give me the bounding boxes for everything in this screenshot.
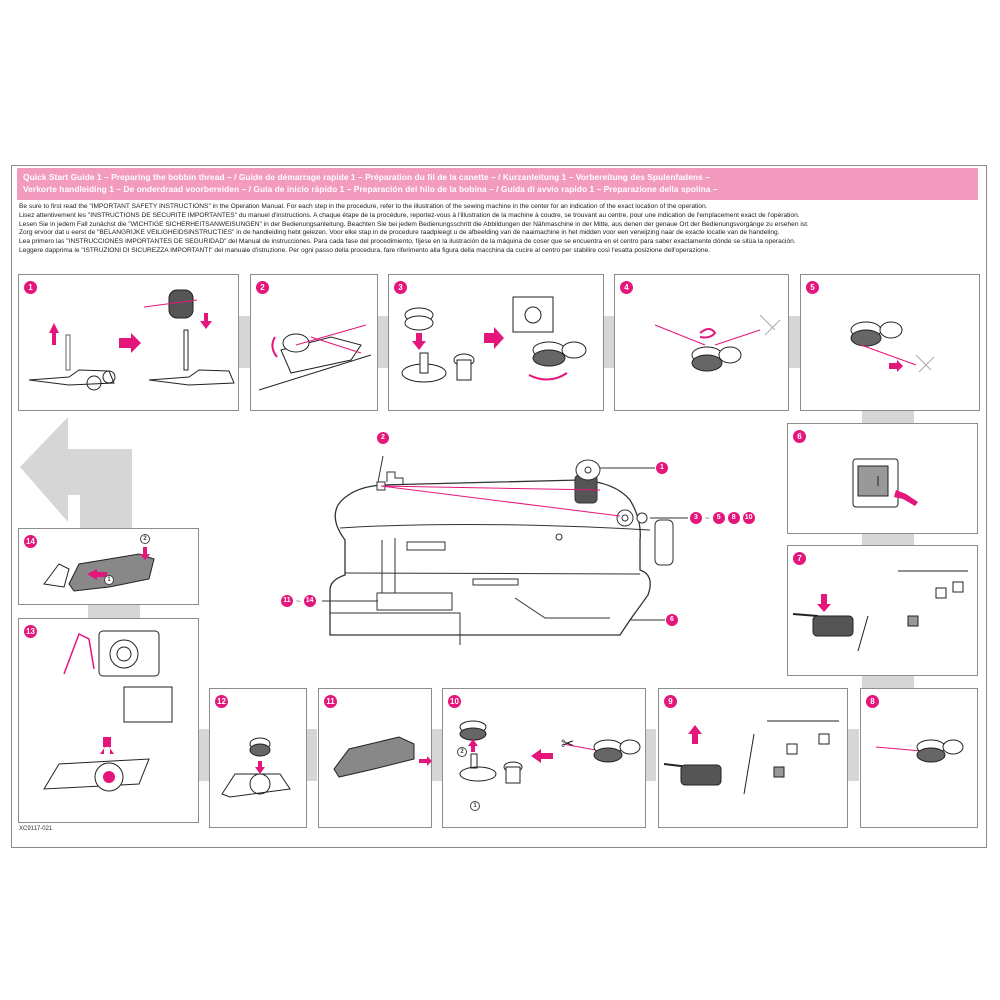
- step-number-badge: 11: [324, 695, 337, 708]
- step-4-panel: 4: [614, 274, 789, 411]
- document-id: XC9117-021: [19, 826, 53, 832]
- bobbin-start-illustration: [850, 321, 935, 373]
- step-8-panel: 8: [860, 688, 978, 828]
- step-number-badge: 1: [24, 281, 37, 294]
- step-number-badge: 14: [24, 535, 37, 548]
- bobbin-on-shaft-illustration: [401, 296, 587, 383]
- intro-en: Be sure to first read the "IMPORTANT SAF…: [19, 203, 708, 210]
- callout-badge: 6: [666, 614, 678, 626]
- sewing-machine-diagram: 1 2 3 ~ 5 8 10 6 11 ~ 14: [270, 420, 780, 660]
- connector: [199, 729, 211, 781]
- connector: [305, 729, 317, 781]
- step-number-badge: 5: [806, 281, 819, 294]
- connector: [430, 729, 442, 781]
- title-band: Quick Start Guide 1 – Preparing the bobb…: [17, 168, 978, 200]
- step-7-panel: 7: [787, 545, 978, 676]
- connector: [644, 729, 656, 781]
- sewing-machine-illustration: [322, 455, 688, 645]
- callout-badge: 14: [303, 595, 316, 607]
- step-11-panel: 11: [318, 688, 432, 828]
- step-12-panel: 12: [209, 688, 307, 828]
- step-14-panel: 14 2 1: [18, 528, 199, 605]
- bobbin-winding-illustration: [875, 739, 964, 763]
- insert-bobbin-illustration: [221, 737, 291, 798]
- callout-6: 6: [666, 614, 678, 626]
- connector: [377, 316, 389, 368]
- callout-badge: 1: [656, 462, 668, 474]
- thread-bobbin-case-illustration: [43, 630, 173, 792]
- connector: [862, 533, 914, 545]
- substep-2-marker: 2: [140, 534, 150, 544]
- intro-text: Be sure to first read the "IMPORTANT SAF…: [19, 203, 979, 256]
- step-number-badge: 12: [215, 695, 228, 708]
- step-1-panel: 1: [18, 274, 239, 411]
- step-number-badge: 4: [620, 281, 633, 294]
- substep-1-marker: 1: [104, 575, 114, 585]
- callout-badge: 11: [281, 595, 293, 607]
- step-5-panel: 5: [800, 274, 980, 411]
- callout-2: 2: [377, 432, 389, 444]
- connector: [847, 729, 859, 781]
- step-3-panel: 3: [388, 274, 604, 411]
- substep-2-marker: 2: [457, 747, 467, 757]
- substep-1-marker: 1: [470, 801, 480, 811]
- attach-presser-foot-illustration: [43, 547, 155, 592]
- callout-badge: 2: [377, 432, 389, 444]
- title-line-1: Quick Start Guide 1 – Preparing the bobb…: [23, 172, 710, 182]
- callout-1: 1: [656, 462, 668, 474]
- intro-nl: Zorg ervoor dat u eerst de "BELANGRIJKE …: [19, 229, 780, 237]
- step-number-badge: 3: [394, 281, 407, 294]
- power-switch-illustration: [852, 458, 918, 508]
- callout-badge: 8: [727, 512, 740, 524]
- step-10-panel: 10 ✂ 2 1: [442, 688, 646, 828]
- connector: [238, 316, 250, 368]
- intro-fr: Lisez attentivement les "INSTRUCTIONS DE…: [19, 211, 800, 219]
- step-number-badge: 6: [793, 430, 806, 443]
- scissors-icon: ✂: [561, 734, 574, 753]
- callout-11-14: 11 ~ 14: [281, 595, 316, 607]
- callout-badge: 10: [742, 512, 755, 524]
- step-6-panel: 6: [787, 423, 978, 534]
- connector: [862, 676, 914, 688]
- foot-controller-illustration: [792, 570, 968, 652]
- spool-pin-illustration: [28, 289, 235, 391]
- cut-thread-illustration: ✂: [459, 720, 641, 784]
- step-number-badge: 9: [664, 695, 677, 708]
- intro-it: Leggere dapprima le "ISTRUZIONI DI SICUR…: [19, 246, 710, 254]
- step-number-badge: 2: [256, 281, 269, 294]
- intro-es: Lea primero las "INSTRUCCIONES IMPORTANT…: [19, 238, 796, 246]
- callout-badge: 5: [712, 512, 725, 524]
- step-number-badge: 10: [448, 695, 461, 708]
- title-line-2: Verkorte handleiding 1 – De onderdraad v…: [23, 184, 718, 194]
- range-tilde: ~: [296, 596, 301, 606]
- thread-wind-illustration: [654, 314, 781, 372]
- connector: [862, 411, 914, 423]
- connector: [603, 316, 615, 368]
- remove-presser-foot-illustration: [333, 736, 432, 778]
- page-frame: [11, 165, 987, 848]
- step-number-badge: 7: [793, 552, 806, 565]
- range-tilde: ~: [705, 513, 710, 523]
- step-2-panel: 2: [250, 274, 378, 411]
- step-number-badge: 8: [866, 695, 879, 708]
- intro-de: Lesen Sie in jedem Fall zunächst die "WI…: [19, 220, 809, 228]
- step-9-panel: 9: [658, 688, 848, 828]
- callout-badge: 3: [690, 512, 702, 524]
- connector: [788, 316, 800, 368]
- stop-foot-controller-illustration: [663, 720, 839, 795]
- step-13-panel: 13: [18, 618, 199, 823]
- connector: [88, 600, 140, 620]
- callout-3-5-8-10: 3 ~ 5 8 10: [690, 512, 755, 524]
- thread-guide-illustration: [258, 324, 372, 391]
- step-number-badge: 13: [24, 625, 37, 638]
